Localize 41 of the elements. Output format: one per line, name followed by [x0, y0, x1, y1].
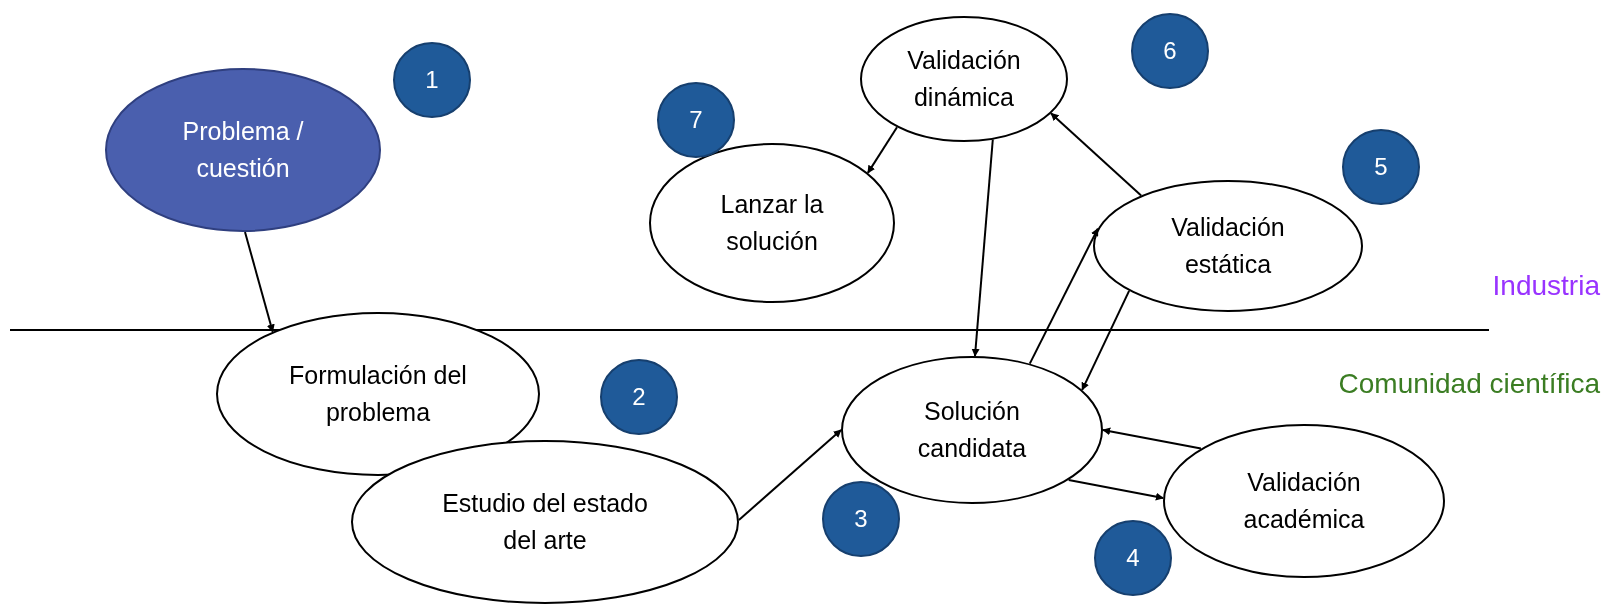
node-label: Validación académica — [1242, 466, 1366, 535]
callout-number — [1131, 13, 1209, 89]
callout-number — [393, 42, 471, 118]
node-label: Problema / cuestión — [181, 115, 305, 184]
node-label: Solución candidata — [916, 395, 1028, 464]
node-label: Lanzar la solución — [719, 188, 825, 257]
node-label: 5 — [1374, 152, 1388, 182]
process-ellipse — [1093, 180, 1363, 312]
process-ellipse — [649, 143, 895, 303]
process-ellipse — [860, 16, 1068, 142]
node-label: 2 — [632, 382, 646, 412]
arrow — [1067, 478, 1165, 501]
arrow — [1050, 112, 1143, 197]
process-ellipse — [216, 312, 540, 476]
arrow — [971, 138, 994, 357]
node-label: Formulación del problema — [288, 359, 468, 428]
callout-number — [1342, 129, 1420, 205]
callout-number — [822, 481, 900, 557]
process-ellipse — [351, 440, 739, 604]
node-label: Validación estática — [1170, 211, 1286, 280]
node-label: Validación dinámica — [906, 44, 1022, 113]
callout-number — [657, 82, 735, 158]
node-label: 7 — [689, 105, 703, 135]
node-label: 6 — [1163, 36, 1177, 66]
region-label: Industria — [1492, 270, 1600, 302]
region-label: Comunidad científica — [1338, 368, 1600, 400]
process-ellipse — [841, 356, 1103, 504]
arrow — [1028, 227, 1099, 365]
arrow — [866, 126, 898, 174]
process-ellipse — [1163, 424, 1445, 578]
node-label: 1 — [425, 65, 439, 95]
node-label: Estudio del estado del arte — [441, 487, 649, 556]
node-label: 3 — [854, 504, 868, 534]
arrow — [1102, 427, 1202, 450]
arrow — [244, 231, 275, 333]
callout-number — [1094, 520, 1172, 596]
arrow — [1081, 289, 1131, 391]
arrow — [737, 429, 842, 521]
problem-ellipse — [105, 68, 381, 232]
callout-number — [600, 359, 678, 435]
node-label: 4 — [1126, 543, 1140, 573]
